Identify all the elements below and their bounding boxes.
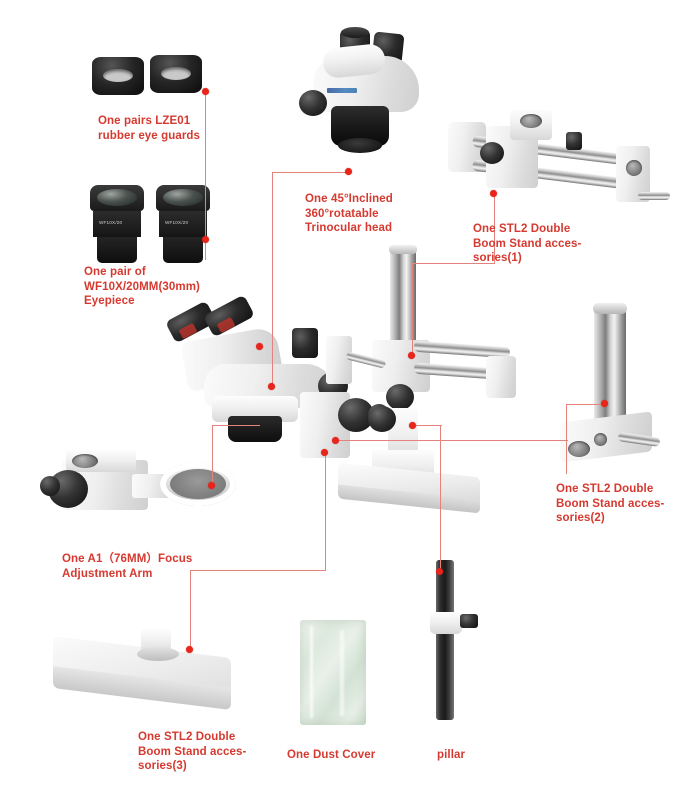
- boom1-lock-knob: [480, 142, 504, 164]
- leader-line-boom2-v: [566, 404, 567, 474]
- assembly-left-bracket: [326, 336, 352, 384]
- leader-line-focusarm-h: [212, 425, 260, 426]
- part-trinocular-head: [285, 27, 445, 180]
- leader-line-pillar-v: [440, 425, 441, 573]
- anchor-dot-assembly-eyepiece: [256, 343, 263, 350]
- head-photo-tube-cap: [341, 27, 369, 38]
- leader-line-eyepiece-v: [205, 100, 206, 260]
- eyepiece-right-lens: [163, 189, 203, 206]
- eyepiece-left: WF10X/20: [90, 185, 144, 263]
- anchor-dot-boom3: [186, 646, 193, 653]
- assembly-post-cap: [389, 245, 417, 254]
- boom2-screw: [594, 433, 607, 446]
- boom3-mount-flange: [137, 647, 179, 661]
- anchor-dot-assembly-boom: [408, 352, 415, 359]
- label-focus-arm: One A1（76MM）Focus Adjustment Arm: [62, 553, 193, 580]
- anchor-dot-pillar: [436, 568, 443, 575]
- boom2-post-cap: [593, 303, 627, 314]
- leader-line-pillar-h: [412, 425, 442, 426]
- head-brand-logo: [327, 88, 357, 93]
- leader-line-head-v: [272, 172, 273, 387]
- boom1-mount-hole: [520, 114, 542, 128]
- part-boom-stand-2: [556, 303, 666, 465]
- leader-line-boom3-v2: [325, 452, 326, 571]
- dust-cover-fold-2: [340, 630, 344, 716]
- focus-arm-knob-small: [40, 476, 60, 496]
- label-boom-stand-3: One STL2 Double Boom Stand acces- sories…: [138, 731, 247, 773]
- pillar-collar-knob: [460, 614, 478, 628]
- anchor-dot-eyepiece: [202, 236, 209, 243]
- label-eye-guards: One pairs LZE01 rubber eye guards: [98, 115, 201, 142]
- boom2-base-hole: [568, 441, 590, 457]
- anchor-dot-assembly-head: [268, 383, 275, 390]
- anchor-dot-assembly-pillar: [409, 422, 416, 429]
- label-boom-stand-2: One STL2 Double Boom Stand acces- sories…: [556, 483, 665, 525]
- anchor-dot-assembly-focus: [332, 437, 339, 444]
- leader-line-boom1-v2: [412, 263, 413, 358]
- assembly-vertical-post: [390, 248, 416, 354]
- eye-guard-left: [92, 57, 144, 95]
- assembly-rail-end-block: [486, 356, 516, 398]
- assembly-objective: [228, 416, 282, 442]
- label-dust-cover: One Dust Cover: [287, 749, 376, 761]
- boom1-right-hole: [626, 160, 642, 176]
- pillar-rod: [436, 560, 454, 720]
- anchor-dot-boom1: [490, 190, 497, 197]
- pillar-collar: [430, 612, 462, 634]
- boom1-stub-rail: [638, 192, 670, 200]
- anchor-dot-assembly-base: [321, 449, 328, 456]
- leader-line-boom3-h: [190, 570, 325, 571]
- assembly-rail-knob: [386, 384, 414, 410]
- leader-line-boom2-assembly: [336, 440, 568, 441]
- focus-arm-top-hole: [72, 454, 98, 468]
- part-boom-stand-3: [45, 625, 245, 720]
- leader-line-focusarm-v: [212, 425, 213, 487]
- label-eyepiece: One pair of WF10X/20MM(30mm) Eyepiece: [84, 266, 200, 308]
- boom1-small-knob: [566, 132, 582, 150]
- assembly-photo-tube: [292, 328, 318, 358]
- label-trinocular-head: One 45°Inclined 360°rotatable Trinocular…: [305, 193, 393, 235]
- focus-arm-ring-bore: [170, 469, 226, 499]
- anchor-dot-boom2: [601, 400, 608, 407]
- anchor-dot-eye-guards: [202, 88, 209, 95]
- part-boom-stand-1: [448, 110, 670, 205]
- label-pillar: pillar: [437, 749, 466, 761]
- eyepiece-right: WF10X/20: [156, 185, 210, 263]
- leader-line-boom3-v: [190, 570, 191, 652]
- leader-line-boom2-h: [566, 404, 608, 405]
- head-objective-lens: [338, 138, 382, 153]
- leader-line-boom1-h: [412, 263, 495, 264]
- head-zoom-knob: [299, 90, 327, 116]
- eye-guard-right: [150, 55, 202, 93]
- part-dust-cover: [300, 620, 370, 730]
- anchor-dot-focus-arm: [208, 482, 215, 489]
- leader-line-boom1-v: [494, 193, 495, 263]
- anchor-dot-head: [345, 168, 352, 175]
- leader-line-head-h: [272, 172, 350, 173]
- label-boom-stand-1: One STL2 Double Boom Stand acces- sories…: [473, 223, 582, 265]
- assembly-column-knob: [368, 406, 396, 432]
- part-focus-arm: [40, 440, 238, 535]
- part-pillar: [428, 560, 488, 725]
- boom2-post: [594, 305, 626, 427]
- part-assembled-microscope: [150, 245, 520, 514]
- dust-cover-fold-1: [310, 626, 313, 718]
- eyepiece-left-lens: [97, 189, 137, 206]
